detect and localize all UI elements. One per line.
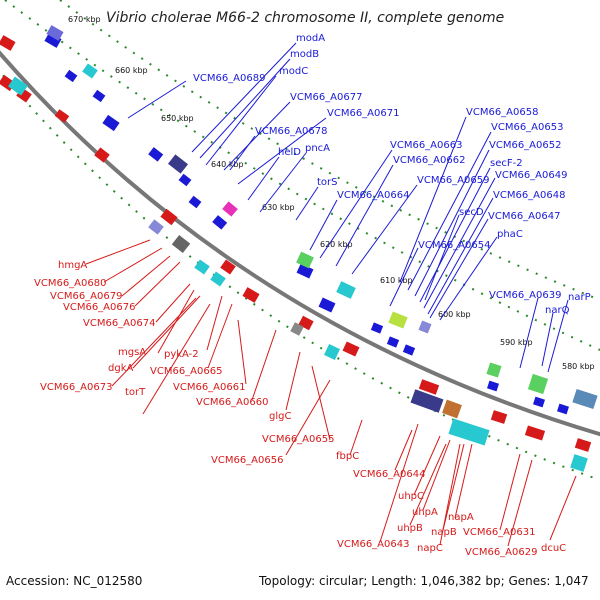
gene-label: dgkA — [108, 363, 133, 374]
gene-label: VCM66_A0643 — [337, 539, 409, 550]
chromosome-backbone — [0, 50, 600, 437]
tick-label: 670 kbp — [68, 15, 101, 24]
gene-label: VCM66_A0629 — [465, 547, 537, 558]
tick-label: 590 kbp — [500, 338, 533, 347]
gene-label: torT — [125, 387, 146, 398]
gene-label: VCM66_A0673 — [40, 382, 112, 393]
accession-text: Accession: NC_012580 — [6, 574, 142, 588]
gene-label: VCM66_A0677 — [290, 92, 362, 103]
gene-label: narQ — [545, 305, 570, 316]
gene-label: pykA-2 — [164, 349, 199, 360]
gene-label: modC — [279, 66, 308, 77]
gene-label: VCM66_A0676 — [63, 302, 135, 313]
gene-label: VCM66_A0678 — [255, 126, 327, 137]
gene-label: VCM66_A0656 — [211, 455, 283, 466]
gene-label: VCM66_A0689 — [193, 73, 265, 84]
gene-label: VCM66_A0671 — [327, 108, 399, 119]
gene-label: VCM66_A0644 — [353, 469, 425, 480]
gene-label: dcuC — [541, 543, 566, 554]
gene-label: torS — [317, 177, 338, 188]
gene-label: VCM66_A0639 — [489, 290, 561, 301]
gene-label: modA — [296, 33, 325, 44]
tick-label: 580 kbp — [562, 362, 595, 371]
gene-label: uhpC — [398, 491, 424, 502]
gene-label: VCM66_A0660 — [196, 397, 268, 408]
gene-label: secD — [459, 207, 484, 218]
gene-label: VCM66_A0658 — [466, 107, 538, 118]
gene-label: VCM66_A0665 — [150, 366, 222, 377]
reverse-leader-lines — [85, 239, 577, 547]
mid-track-dots — [0, 70, 600, 481]
gene-label: VCM66_A0653 — [491, 122, 563, 133]
gene-label: VCM66_A0647 — [488, 211, 560, 222]
gene-label: VCM66_A0648 — [493, 190, 565, 201]
gene-label: napA — [448, 512, 474, 523]
gene-label: mgsA — [118, 347, 146, 358]
gene-label: VCM66_A0674 — [83, 318, 155, 329]
map-title: Vibrio cholerae M66-2 chromosome II, com… — [106, 10, 504, 26]
forward-features — [44, 32, 569, 415]
gene-label: VCM66_A0679 — [50, 291, 122, 302]
tick-label: 600 kbp — [438, 310, 471, 319]
gene-label: hmgA — [58, 260, 87, 271]
tick-label: 650 kbp — [161, 114, 194, 123]
reverse-gene-labels: hmgA VCM66_A0680 VCM66_A0679 VCM66_A0676… — [34, 260, 566, 558]
gene-label: napC — [417, 543, 443, 554]
tick-label: 630 kbp — [262, 203, 295, 212]
tick-label: 610 kbp — [380, 276, 413, 285]
gene-label: VCM66_A0662 — [393, 155, 465, 166]
gene-label: secF-2 — [490, 158, 523, 169]
gene-label: pncA — [305, 143, 330, 154]
gene-label: napB — [431, 527, 457, 538]
gene-label: glgC — [269, 411, 291, 422]
gene-label: VCM66_A0659 — [417, 175, 489, 186]
forward-gene-labels: modA modB modC VCM66_A0689 VCM66_A0677 V… — [193, 33, 591, 316]
gene-label: VCM66_A0664 — [337, 190, 409, 201]
gene-label: fbpC — [336, 451, 359, 462]
tick-label: 640 kbp — [211, 160, 244, 169]
gene-label: uhpB — [397, 523, 423, 534]
gene-label: narP — [568, 292, 591, 303]
forward-leader-lines — [127, 42, 569, 373]
gene-label: modB — [290, 49, 319, 60]
gene-label: helD — [278, 147, 301, 158]
forward-gene-blocks — [46, 25, 598, 410]
gene-label: VCM66_A0631 — [463, 527, 535, 538]
gene-label: phaC — [497, 229, 523, 240]
gene-label: VCM66_A0649 — [495, 170, 567, 181]
gene-label: uhpA — [412, 507, 438, 518]
reverse-gene-blocks — [8, 76, 588, 472]
gene-label: VCM66_A0655 — [262, 434, 334, 445]
genome-summary-text: Topology: circular; Length: 1,046,382 bp… — [258, 574, 589, 588]
tick-label: 620 kbp — [320, 240, 353, 249]
gene-label: VCM66_A0652 — [489, 140, 561, 151]
gene-label: VCM66_A0654 — [418, 240, 490, 251]
gene-label: VCM66_A0661 — [173, 382, 245, 393]
gene-label: VCM66_A0680 — [34, 278, 106, 289]
gene-label: VCM66_A0663 — [390, 140, 462, 151]
tick-label: 660 kbp — [115, 66, 148, 75]
